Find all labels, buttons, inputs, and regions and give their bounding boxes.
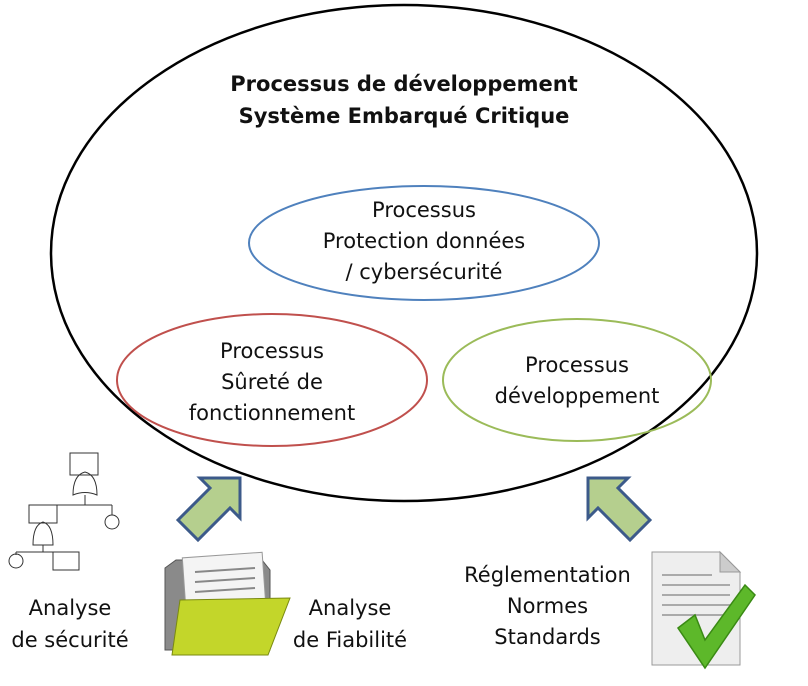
- cyber-label-1: Processus: [372, 198, 476, 222]
- dev-label-2: développement: [494, 384, 660, 408]
- surete-process-ellipse: [116, 313, 428, 447]
- document-check-icon: [651, 550, 756, 670]
- fiabilite-label-1: Analyse: [308, 596, 392, 620]
- cyber-process-ellipse: [248, 185, 600, 301]
- dev-process-ellipse: [442, 318, 712, 442]
- securite-label-2: de sécurité: [11, 628, 129, 652]
- cyber-label-3: / cybersécurité: [345, 260, 503, 284]
- main-title-line1: Processus de développement: [230, 72, 578, 96]
- arrow-up-left-icon: [175, 476, 242, 543]
- fault-tree-icon: [8, 452, 120, 571]
- securite-label-1: Analyse: [28, 596, 112, 620]
- standards-label: Standards: [494, 625, 601, 649]
- arrow-up-right-icon: [586, 476, 653, 543]
- surete-label-3: fonctionnement: [188, 401, 356, 425]
- surete-label-2: Sûreté de: [221, 370, 323, 394]
- folder-icon: [164, 551, 291, 656]
- main-process-ellipse: [49, 3, 759, 503]
- main-title-line2: Système Embarqué Critique: [238, 104, 570, 128]
- surete-label-1: Processus: [220, 339, 324, 363]
- reglementation-label: Réglementation: [464, 563, 631, 587]
- dev-label-1: Processus: [525, 353, 629, 377]
- fiabilite-label-2: de Fiabilité: [292, 628, 408, 652]
- normes-label: Normes: [506, 594, 589, 618]
- cyber-label-2: Protection données: [322, 229, 526, 253]
